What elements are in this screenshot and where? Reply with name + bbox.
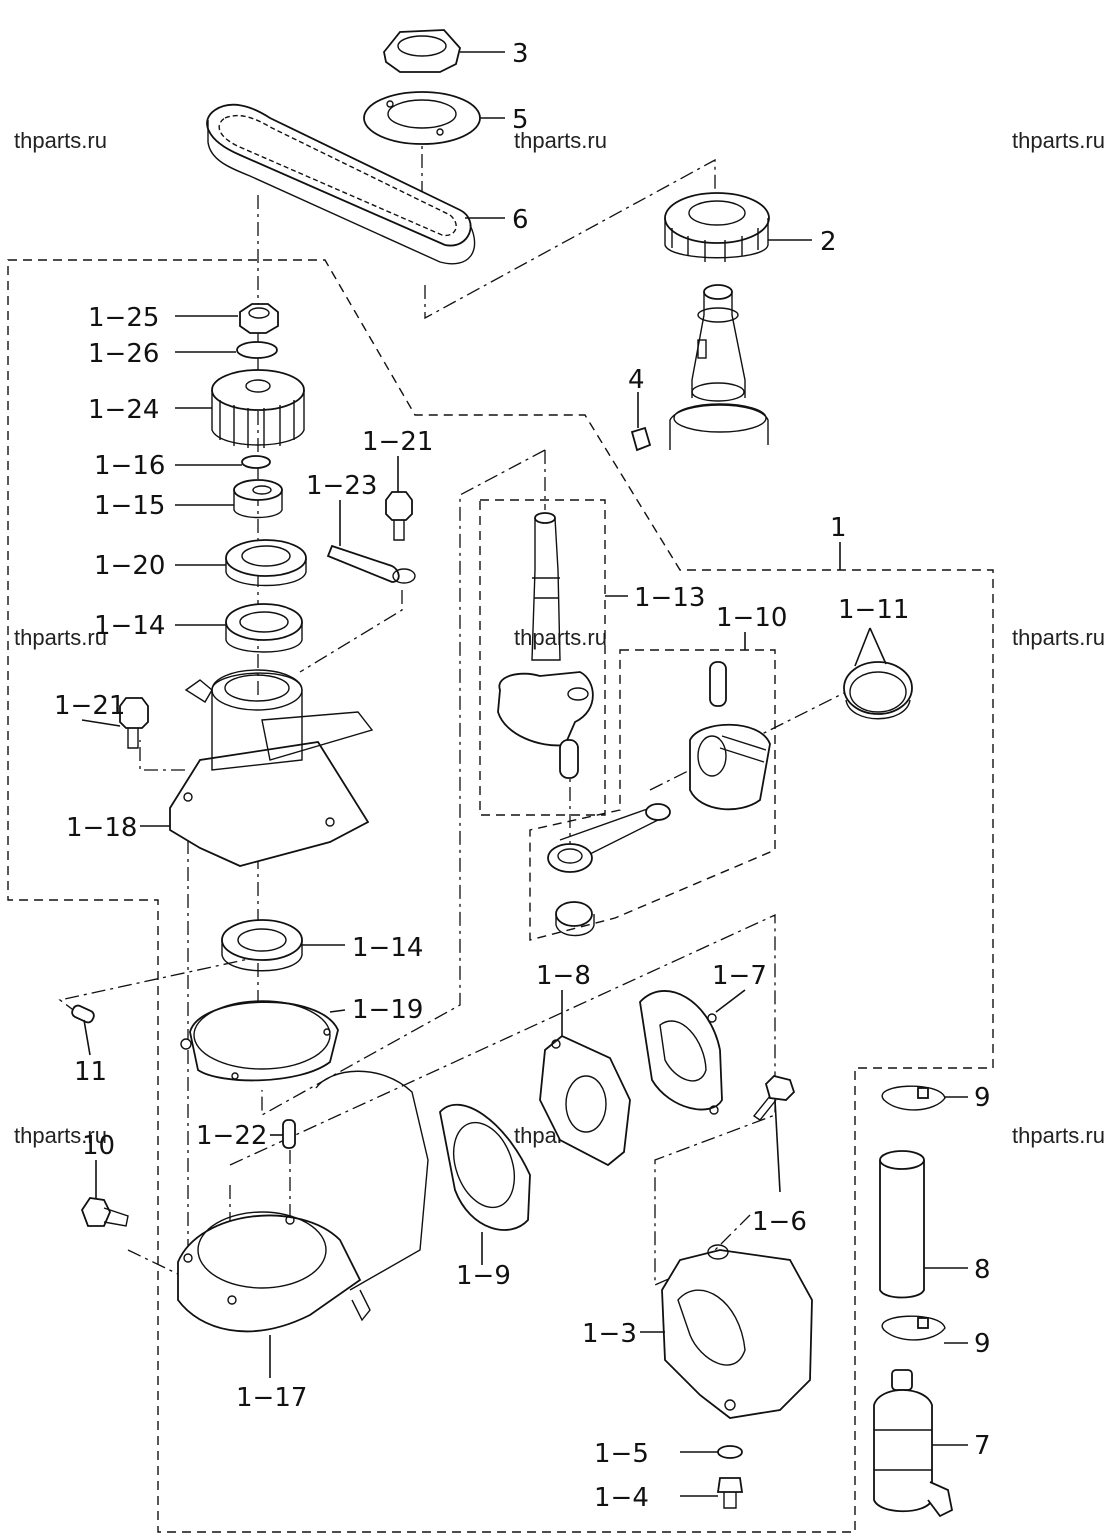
callout-1-24: 1−24 <box>88 395 159 425</box>
leader-lines <box>81 51 968 1497</box>
callout-1-22: 1−22 <box>196 1121 267 1151</box>
callout-1-14-upper: 1−14 <box>94 611 165 641</box>
callout-1-8: 1−8 <box>536 961 591 991</box>
callout-labels: 3 5 6 2 4 1 1−25 1−26 1−24 1−16 1−15 1−2… <box>54 39 991 1513</box>
callout-10: 10 <box>82 1131 115 1161</box>
callout-7: 7 <box>974 1431 991 1461</box>
watermark-text: thparts.ru <box>514 625 607 650</box>
watermark-text: thparts.ru <box>14 1123 107 1148</box>
part-1-13-drive-shaft <box>497 512 594 779</box>
part-5-plate <box>363 91 481 145</box>
part-1-20-seal <box>225 539 307 587</box>
part-1-14-bearing-upper <box>225 603 303 653</box>
part-4-key <box>630 392 652 452</box>
callout-1-20: 1−20 <box>94 551 165 581</box>
callout-1-5: 1−5 <box>594 1439 649 1469</box>
callout-1-25: 1−25 <box>88 303 159 333</box>
assembly-1-boundary <box>7 259 994 1533</box>
part-9-clip-lower <box>881 1315 946 1341</box>
watermark-text: thparts.ru <box>1012 625 1105 650</box>
watermarks: thparts.ru thparts.ru thparts.ru thparts… <box>14 128 1105 1148</box>
callout-1-14-lower: 1−14 <box>352 933 423 963</box>
part-10-bolt <box>80 1197 129 1227</box>
callout-1-15: 1−15 <box>94 491 165 521</box>
callout-5: 5 <box>512 105 529 135</box>
part-8-hose <box>879 1150 925 1299</box>
callout-1: 1 <box>830 513 847 543</box>
part-1-16-ring <box>241 455 271 469</box>
callout-6: 6 <box>512 205 529 235</box>
callout-1-16: 1−16 <box>94 451 165 481</box>
callout-1-3: 1−3 <box>582 1319 637 1349</box>
part-1-5-washer <box>717 1445 743 1459</box>
callout-1-18: 1−18 <box>66 813 137 843</box>
part-1-11-piston-rings <box>843 661 913 720</box>
callout-4: 4 <box>628 365 645 395</box>
watermark-text: thparts.ru <box>14 128 107 153</box>
callout-1-6: 1−6 <box>752 1207 807 1237</box>
callout-9-upper: 9 <box>974 1083 991 1113</box>
part-1-22-pin <box>282 1119 296 1149</box>
crank-shaft-top <box>669 284 769 450</box>
callout-1-17: 1−17 <box>236 1383 307 1413</box>
part-6-timing-belt <box>206 103 476 265</box>
part-2-sprocket <box>664 192 770 262</box>
callout-11: 11 <box>74 1057 107 1087</box>
part-7-fuel-filter <box>873 1369 954 1518</box>
subgroup-1-10-box <box>529 649 776 941</box>
callout-8: 8 <box>974 1255 991 1285</box>
part-1-21-fitting-left <box>119 697 149 749</box>
callout-2: 2 <box>820 227 837 257</box>
part-1-7-gasket <box>639 990 723 1115</box>
part-1-4-nozzle <box>716 1477 744 1509</box>
part-1-8-reed-plate <box>539 1034 631 1167</box>
part-1-6-screw <box>752 1075 796 1121</box>
part-1-14-bearing-lower <box>221 919 303 972</box>
watermark-text: thparts.ru <box>514 128 607 153</box>
callout-9-lower: 9 <box>974 1329 991 1359</box>
part-11-pin <box>71 1004 95 1024</box>
callout-1-4: 1−4 <box>594 1483 649 1513</box>
part-1-15-bushing <box>233 479 283 519</box>
callout-1-13: 1−13 <box>634 583 705 613</box>
callout-1-23: 1−23 <box>306 471 377 501</box>
part-1-10-connecting-rod <box>547 661 727 937</box>
callout-1-26: 1−26 <box>88 339 159 369</box>
watermark-text: thparts.ru <box>14 625 107 650</box>
part-1-24-gear <box>211 369 305 448</box>
watermark-text: thparts.ru <box>1012 1123 1105 1148</box>
watermark-text: thparts.ru <box>1012 128 1105 153</box>
part-3-nut <box>383 29 461 73</box>
callout-1-9: 1−9 <box>456 1261 511 1291</box>
part-piston <box>689 723 771 811</box>
callout-1-11: 1−11 <box>838 595 909 625</box>
part-9-clip-upper <box>881 1085 946 1111</box>
part-1-19-gasket <box>180 1000 339 1082</box>
part-1-3-pump-body <box>661 1244 813 1419</box>
callout-1-7: 1−7 <box>712 961 767 991</box>
part-1-25-nut <box>239 303 279 334</box>
callout-1-21-upper: 1−21 <box>362 427 433 457</box>
part-1-18-housing <box>140 669 374 867</box>
part-1-9-gasket <box>439 1103 531 1231</box>
callout-1-21-left: 1−21 <box>54 691 125 721</box>
callout-3: 3 <box>512 39 529 69</box>
part-1-23-strap <box>326 544 416 584</box>
subgroup-1-13-box <box>479 499 606 816</box>
callout-1-10: 1−10 <box>716 603 787 633</box>
part-1-26-washer <box>236 341 278 359</box>
callout-1-19: 1−19 <box>352 995 423 1025</box>
part-1-21-fitting-upper <box>385 491 413 541</box>
part-1-17-crankcase <box>177 1070 429 1333</box>
